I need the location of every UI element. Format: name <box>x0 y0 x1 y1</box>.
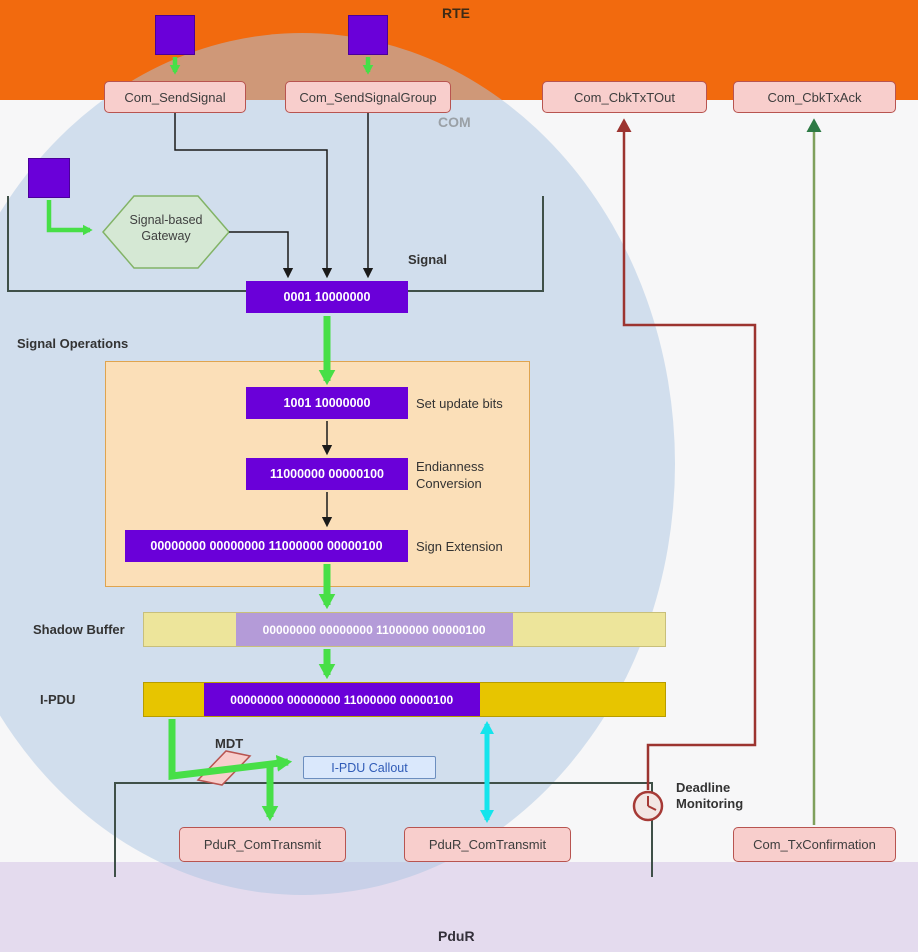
set-update-bits-label: Set update bits <box>416 396 503 411</box>
ipdu-callout-box: I-PDU Callout <box>303 756 436 779</box>
ipdu-bar: 00000000 00000000 11000000 00000100 <box>143 682 666 717</box>
ipdu-value: 00000000 00000000 11000000 00000100 <box>203 683 480 716</box>
shadow-buffer-pad-right <box>512 613 665 646</box>
ipdu-pad-right <box>479 683 665 716</box>
shadow-buffer-value: 00000000 00000000 11000000 00000100 <box>235 613 513 646</box>
pdur-com-transmit-box-left: PduR_ComTransmit <box>179 827 346 862</box>
pdur-com-transmit-box-right: PduR_ComTransmit <box>404 827 571 862</box>
signal-source-icon <box>348 15 388 55</box>
com-cbk-tx-tout-box: Com_CbkTxTOut <box>542 81 707 113</box>
mdt-label: MDT <box>215 736 244 751</box>
signal-operations-title: Signal Operations <box>17 336 129 351</box>
signal-value-box: 0001 10000000 <box>246 281 408 313</box>
com-send-signal-box: Com_SendSignal <box>104 81 246 113</box>
rte-layer-label: RTE <box>442 5 470 21</box>
deadline-clock-hands <box>647 796 657 811</box>
endianness-conversion-label: Endianness Conversion <box>416 459 484 491</box>
deadline-clock-icon <box>632 790 664 822</box>
ipdu-pad-left <box>144 683 204 716</box>
pdur-layer-label: PduR <box>438 928 475 944</box>
update-bits-value-box: 1001 10000000 <box>246 387 408 419</box>
shadow-buffer-label: Shadow Buffer <box>33 622 125 637</box>
signal-source-icon <box>28 158 70 198</box>
com-cbk-tx-ack-box: Com_CbkTxAck <box>733 81 896 113</box>
sign-extension-value-box: 00000000 00000000 11000000 00000100 <box>125 530 408 562</box>
com-tx-confirmation-box: Com_TxConfirmation <box>733 827 896 862</box>
shadow-buffer-pad-left <box>144 613 236 646</box>
deadline-monitoring-label: Deadline Monitoring <box>676 780 744 812</box>
shadow-buffer-bar: 00000000 00000000 11000000 00000100 <box>143 612 666 647</box>
com-layer-label: COM <box>438 114 471 130</box>
endianness-value-box: 11000000 00000100 <box>246 458 408 490</box>
signal-source-icon <box>155 15 195 55</box>
sign-extension-label: Sign Extension <box>416 539 503 554</box>
pdur-layer-band <box>0 862 918 952</box>
signal-label: Signal <box>408 252 448 267</box>
ipdu-label: I-PDU <box>40 692 76 707</box>
gateway-label: Signal-based Gateway <box>129 213 203 244</box>
com-send-signal-group-box: Com_SendSignalGroup <box>285 81 451 113</box>
